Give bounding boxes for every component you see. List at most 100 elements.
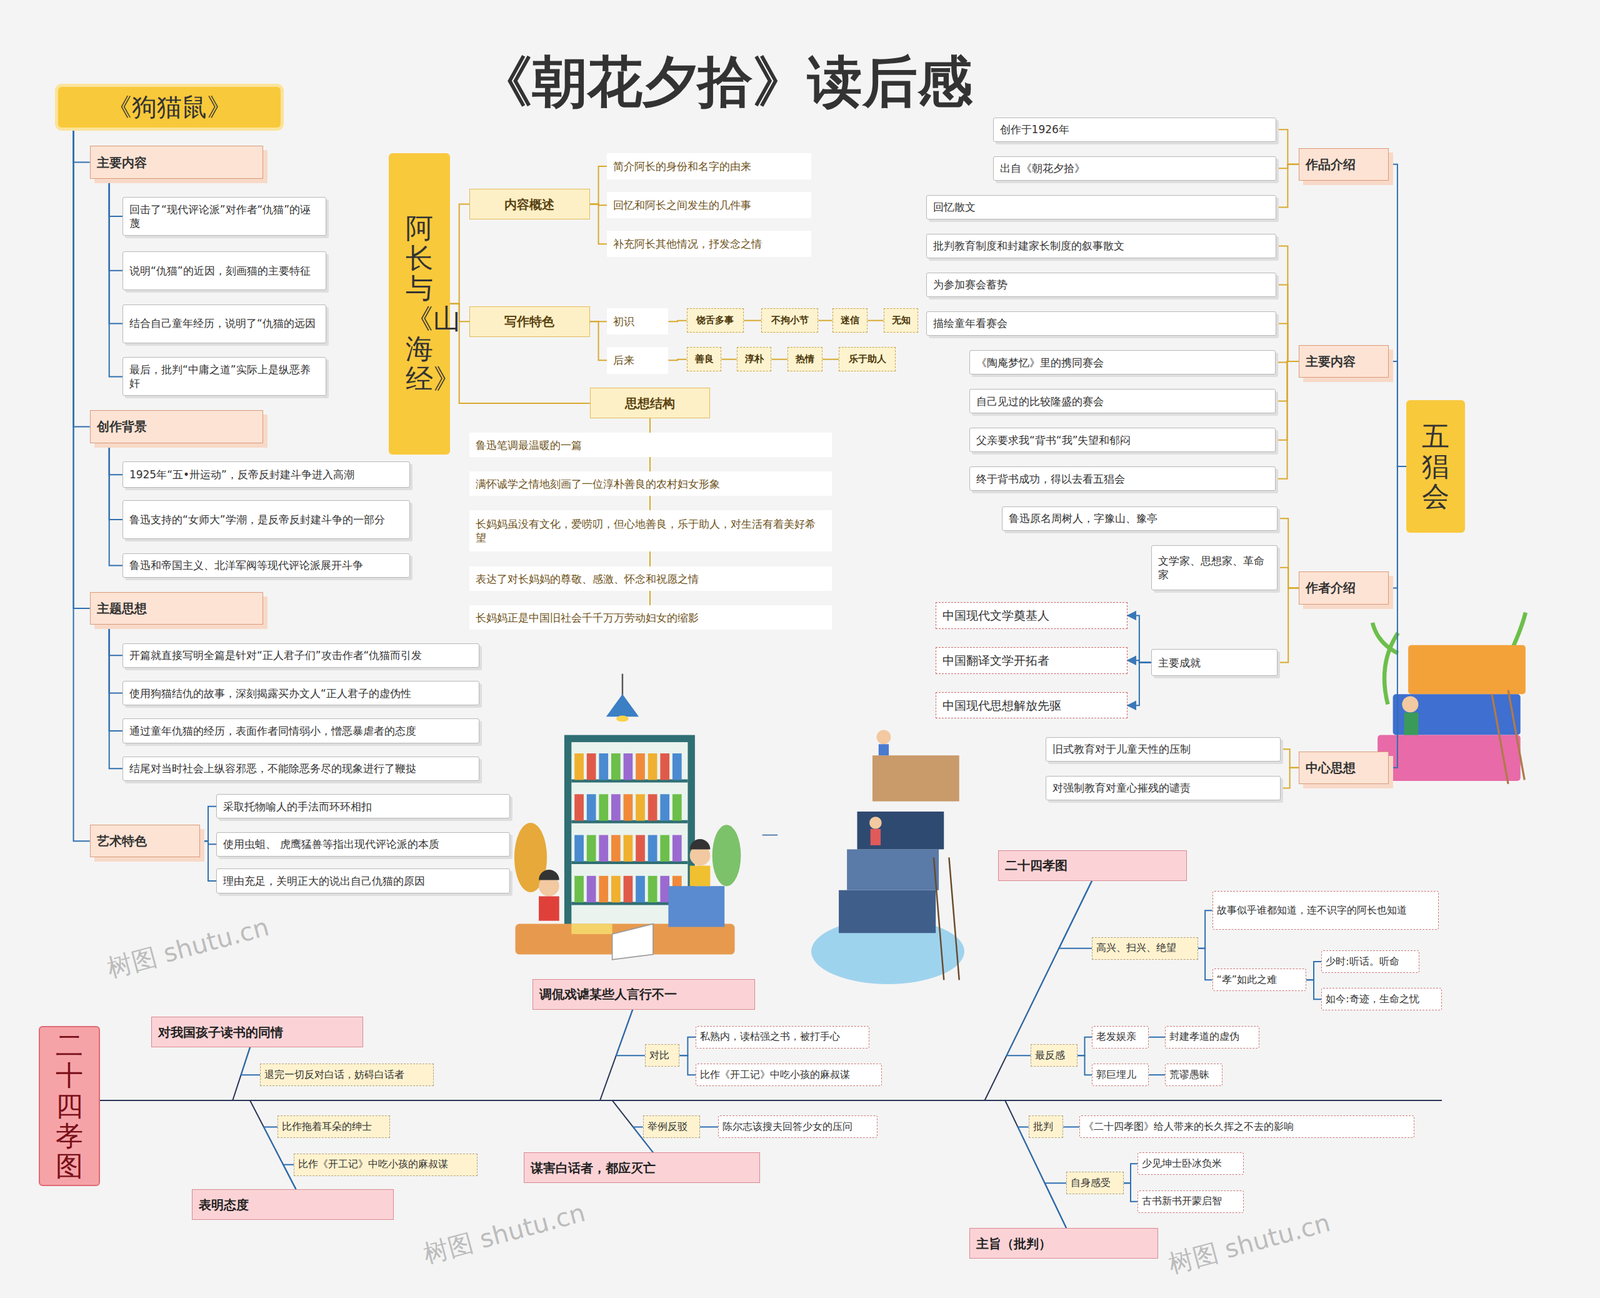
- node-text: 结尾对当时社会上纵容邪恶，不能除恶务尽的现象进行了鞭挞: [129, 761, 417, 775]
- node-text: 主题思想: [96, 600, 147, 617]
- node-text: 如今:奇迹，生命之忧: [1325, 992, 1419, 1006]
- leaf-box: 通过童年仇猫的经历，表面作者同情弱小，憎恶暴虐者的态度: [122, 718, 480, 743]
- tag-box: 迷信: [832, 308, 868, 333]
- branch-box: 写作特色: [469, 306, 590, 337]
- illustration-part: [635, 875, 645, 902]
- node-text: 补充阿长其他情况，抒发念之情: [613, 236, 762, 251]
- connector: [100, 1046, 250, 1100]
- leaf-box: 回忆散文: [926, 195, 1277, 220]
- connector: [109, 624, 123, 769]
- connector: [109, 178, 123, 324]
- illustration-part: [635, 753, 645, 780]
- leaf-box: 结尾对当时社会上纵容邪恶，不能除恶务尽的现象进行了鞭挞: [122, 756, 480, 781]
- illustration-part: [648, 835, 658, 862]
- illustration-part: [538, 869, 560, 880]
- connector: [1276, 284, 1299, 361]
- connector: [100, 1100, 654, 1152]
- node-text: 中国翻译文学开拓者: [942, 652, 1050, 669]
- node-text: 通过童年仇猫的经历，表面作者同情弱小，憎恶暴虐者的态度: [129, 723, 417, 738]
- node-text: 对我国孩子读书的同情: [158, 1023, 284, 1040]
- connector: [590, 166, 608, 204]
- illustration-part: [690, 865, 711, 887]
- node-text: 少时:听话。听命: [1325, 955, 1399, 969]
- node-text: 荒谬愚昧: [1169, 1068, 1210, 1082]
- leaf-box: 对强制教育对童心摧残的谴责: [1045, 775, 1281, 800]
- node-text: 比作《开工记》中吃小孩的麻叔谋: [700, 1068, 850, 1082]
- node-text: 郭巨埋儿: [1096, 1068, 1137, 1082]
- bone-box: 调侃戏谑某些人言行不一: [532, 978, 755, 1010]
- node-text: 鲁迅笔调最温暖的一篇: [475, 438, 582, 452]
- leaf-box: 鲁迅和帝国主义、北洋军阀等现代评论派展开斗争: [122, 553, 410, 578]
- topic-column: 阿长与《山海经》: [388, 153, 450, 455]
- connector: [200, 840, 217, 881]
- node-text: 最反感: [1035, 1048, 1065, 1062]
- illustration-part: [611, 793, 621, 820]
- node-text: 内容概述: [504, 196, 555, 213]
- tag-box: 不拘小节: [761, 308, 819, 333]
- connector: [1006, 880, 1092, 1055]
- tag-box: 热情: [787, 346, 823, 372]
- node-text: 乐于助人: [848, 353, 887, 366]
- illustration-part: [870, 828, 881, 845]
- leaf-box: 少时:听话。听命: [1321, 950, 1420, 973]
- node-text: 中国现代思想解放先驱: [942, 697, 1062, 714]
- illustration-part: [660, 835, 670, 862]
- connector: [1127, 662, 1152, 706]
- connector: [100, 880, 1092, 1100]
- node-text: 陈尔志该搜夫回答少女的压问: [722, 1120, 853, 1134]
- branch-box: 主题思想: [90, 591, 264, 625]
- leaf-box: 郭巨埋儿: [1091, 1063, 1149, 1086]
- bone-box: 主旨（批判）: [969, 1227, 1159, 1259]
- illustration-part: [1408, 645, 1526, 694]
- bone-box: 对我国孩子读书的同情: [151, 1016, 364, 1047]
- illustration-part: [538, 896, 560, 921]
- leaf-box: 出自《朝花夕拾》: [993, 156, 1277, 181]
- node-text: 对比: [649, 1048, 670, 1062]
- node-text: 《陶庵梦忆》里的携同赛会: [976, 355, 1104, 370]
- connector: [771, 358, 788, 360]
- watermark: 树图 shutu.cn: [1164, 1205, 1334, 1282]
- node-text: 主要内容: [1305, 353, 1356, 370]
- illustration-part: [1508, 690, 1525, 780]
- leaf-band: 回忆和阿长之间发生的几件事: [606, 191, 812, 219]
- illustration-part: [623, 875, 634, 902]
- leaf-box: 私熟内，读枯强之书，被打手心: [695, 1025, 870, 1049]
- illustration-part: [660, 875, 670, 902]
- node-text: 主旨（批判）: [976, 1235, 1052, 1252]
- connector: [616, 1009, 645, 1055]
- node-text: 作品介绍: [1305, 156, 1356, 173]
- node-text: 中心思想: [1305, 759, 1356, 776]
- leaf-band: 鲁迅笔调最温暖的一篇: [469, 432, 832, 457]
- node-text: 比作《开工记》中吃小孩的麻叔谋: [298, 1157, 449, 1171]
- node-text: 批判: [1033, 1120, 1054, 1134]
- connector: [1077, 1036, 1092, 1055]
- illustration-part: [598, 793, 609, 820]
- leaf-box: 结合自己童年经历，说明了“仇猫的远因: [122, 304, 327, 344]
- node-text: 思想结构: [625, 395, 675, 412]
- node-text: 自己见过的比较隆盛的赛会: [976, 394, 1104, 409]
- illustration-part: [623, 753, 634, 780]
- illustration-part: [586, 793, 597, 820]
- node-text: 主要成就: [1158, 655, 1201, 670]
- illustration-part: [672, 753, 682, 780]
- tag-box: 最反感: [1030, 1043, 1078, 1067]
- tag-box: 无知: [883, 308, 919, 333]
- illustration-part: [586, 753, 597, 780]
- connector: [1148, 1036, 1165, 1038]
- bone-box: 二十四孝图: [998, 850, 1187, 881]
- node-text: 高兴、扫兴、绝望: [1096, 941, 1177, 955]
- tag-box: 比作拖着耳朵的绅士: [277, 1115, 390, 1138]
- leaf-band: 长妈妈正是中国旧社会千千万万劳动妇女的缩影: [469, 605, 832, 630]
- connector: [1280, 767, 1299, 789]
- connector: [590, 204, 608, 245]
- connector: [1276, 245, 1299, 361]
- tag-box: 比作《开工记》中吃小孩的麻叔谋: [293, 1153, 478, 1176]
- illustration-part: [635, 793, 645, 820]
- connector: [200, 806, 217, 842]
- node-text: 使用虫蛆、 虎鹰猛兽等指出现代评论派的本质: [223, 836, 439, 851]
- node-text: 举例反驳: [647, 1120, 688, 1134]
- node-text: 结合自己童年经历，说明了“仇猫的远因: [129, 316, 316, 330]
- topic-column: 二十四孝图: [38, 1025, 100, 1186]
- illustration-part: [586, 835, 597, 862]
- leaf-box: 文学家、思想家、革命家: [1151, 545, 1278, 590]
